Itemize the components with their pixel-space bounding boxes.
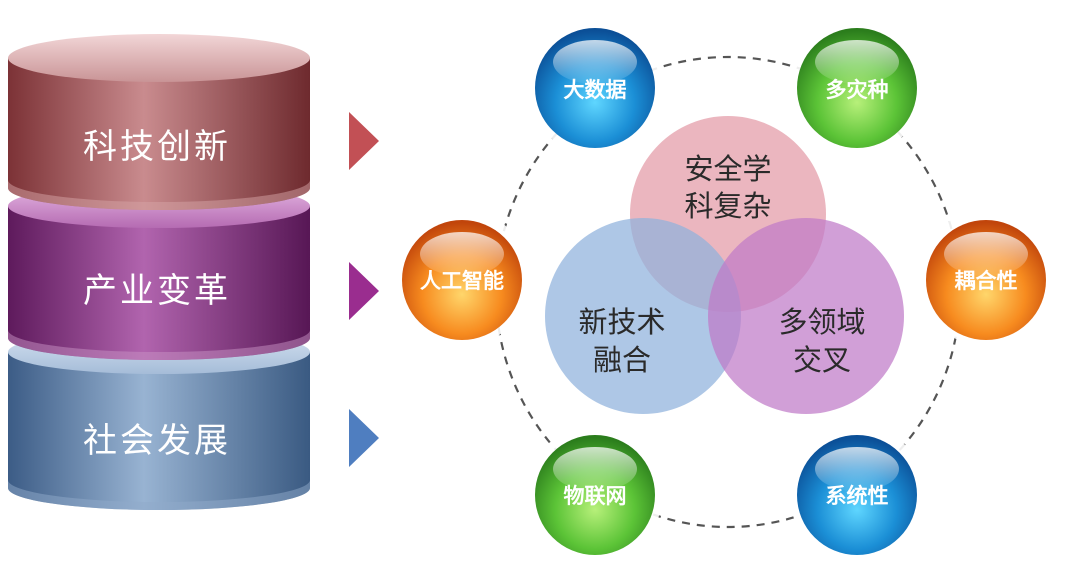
bubble-label-systemic: 系统性 [826, 484, 889, 508]
bubble-ring: 大数据 多灾种 人工智能 耦合性 物联网 [394, 18, 1054, 561]
bubble-label-iot: 物联网 [564, 484, 627, 508]
layer-label-industrial-change: 产业变革 [83, 271, 231, 311]
bubble-iot: 物联网 [527, 425, 663, 561]
layer-tech-innovation: 科技创新 [8, 34, 310, 210]
bubble-label-multi-hazard: 多灾种 [826, 78, 889, 102]
venn-label-right-2: 交叉 [793, 343, 851, 377]
venn-circle-left [545, 218, 741, 414]
bubble-multi-hazard: 多灾种 [789, 18, 925, 154]
arrow-blue [349, 409, 379, 467]
layer-label-social-development: 社会发展 [83, 421, 231, 461]
arrows [349, 112, 379, 467]
arrow-purple [349, 262, 379, 320]
arrow-red [349, 112, 379, 170]
bubble-label-big-data: 大数据 [564, 78, 627, 102]
venn-label-top-2: 科复杂 [684, 189, 771, 223]
venn-label-left-2: 融合 [593, 343, 651, 377]
bubble-label-ai: 人工智能 [420, 269, 504, 293]
venn-diagram: 安全学 科复杂 新技术 融合 多领域 交叉 [545, 116, 904, 414]
bubble-ai: 人工智能 [394, 210, 530, 346]
bubble-big-data: 大数据 [527, 18, 663, 154]
layer-label-tech-innovation: 科技创新 [83, 127, 231, 167]
layer-stack: 社会发展 产业变革 科技创新 [8, 34, 310, 510]
bubble-coupling: 耦合性 [918, 210, 1054, 346]
venn-label-right-1: 多领域 [778, 305, 865, 339]
bubble-systemic: 系统性 [789, 425, 925, 561]
venn-label-top-1: 安全学 [684, 152, 771, 186]
bubble-label-coupling: 耦合性 [955, 269, 1018, 293]
venn-label-left-1: 新技术 [578, 305, 665, 339]
layer-industrial-change: 产业变革 [8, 184, 310, 360]
venn-circle-right [708, 218, 904, 414]
